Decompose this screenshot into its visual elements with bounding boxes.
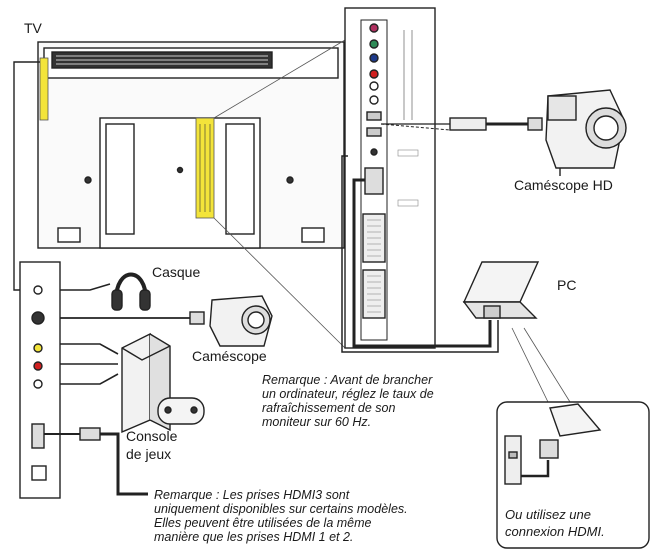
rear-panel-icon <box>344 7 436 349</box>
side-panel-icon <box>19 261 61 499</box>
headphones-label: Casque <box>152 264 201 280</box>
pc-note: Remarque : Avant de brancher un ordinate… <box>262 373 434 429</box>
pc-laptop-icon <box>462 261 540 319</box>
hdmi3-note: Remarque : Les prises HDMI3 sont uniquem… <box>154 488 408 544</box>
camcorder-label: Caméscope <box>192 348 267 364</box>
console-label-line2: de jeux <box>126 446 172 462</box>
tv-label: TV <box>24 20 42 36</box>
tv-back-icon <box>37 41 345 249</box>
callout-line: Ou utilisez une <box>505 507 591 522</box>
pc-note-line: un ordinateur, réglez le taux de <box>262 387 434 401</box>
hdmi-callout-icon <box>504 403 602 485</box>
camcorder-icon <box>209 295 273 347</box>
hdmi3-note-line: manière que les prises HDMI 1 et 2. <box>154 530 354 544</box>
console-label-line1: Console <box>126 428 178 444</box>
hdmi3-note-line: Remarque : Les prises HDMI3 sont <box>154 488 350 502</box>
callout-line: connexion HDMI. <box>505 524 605 539</box>
pc-note-line: rafraîchissement de son <box>262 401 396 415</box>
hdmi-callout-note: Ou utilisez une connexion HDMI. <box>505 506 605 540</box>
hdmi3-note-line: uniquement disponibles sur certains modè… <box>154 502 408 516</box>
pc-note-line: moniteur sur 60 Hz. <box>262 415 372 429</box>
pc-note-line: Remarque : Avant de brancher <box>262 373 433 387</box>
hd-camcorder-icon <box>545 89 627 176</box>
pc-label: PC <box>557 277 577 293</box>
hdmi3-note-line: Elles peuvent être utilisées de la même <box>154 516 372 530</box>
hd-camcorder-label: Caméscope HD <box>514 177 613 193</box>
headphones-icon <box>111 272 151 311</box>
game-console-icon <box>121 332 205 434</box>
